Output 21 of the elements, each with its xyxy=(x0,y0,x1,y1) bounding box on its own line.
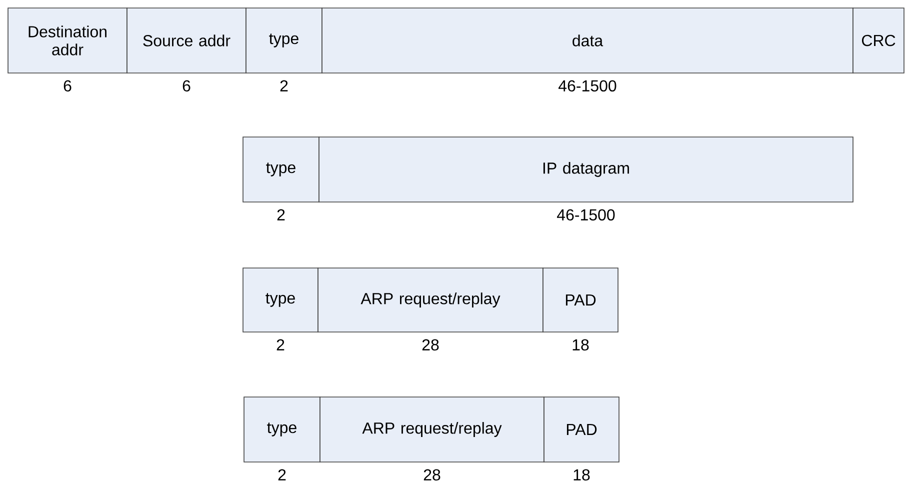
size-label: 46-1500 xyxy=(558,80,616,92)
field-cell: PAD xyxy=(542,268,618,332)
field-cell: Source addr xyxy=(126,8,246,74)
field-cell: PAD xyxy=(544,396,620,462)
size-label: 2 xyxy=(280,80,288,92)
field-cell: Destination addr xyxy=(8,8,128,74)
size-label: 2 xyxy=(276,339,284,350)
size-label: 28 xyxy=(422,339,439,351)
field-cell: type xyxy=(242,268,318,332)
field-cell: type xyxy=(242,136,320,202)
size-label: 2 xyxy=(278,469,286,480)
field-cell: type xyxy=(246,8,322,74)
field-cell: type xyxy=(244,396,320,462)
size-label: 18 xyxy=(572,339,589,351)
size-label: 6 xyxy=(64,80,72,92)
field-cell: CRC xyxy=(852,8,904,74)
size-label: 6 xyxy=(182,80,190,92)
size-label: 18 xyxy=(574,469,590,481)
size-label: 2 xyxy=(277,209,285,220)
size-label: 28 xyxy=(424,469,440,481)
size-label: 46-1500 xyxy=(557,209,615,221)
